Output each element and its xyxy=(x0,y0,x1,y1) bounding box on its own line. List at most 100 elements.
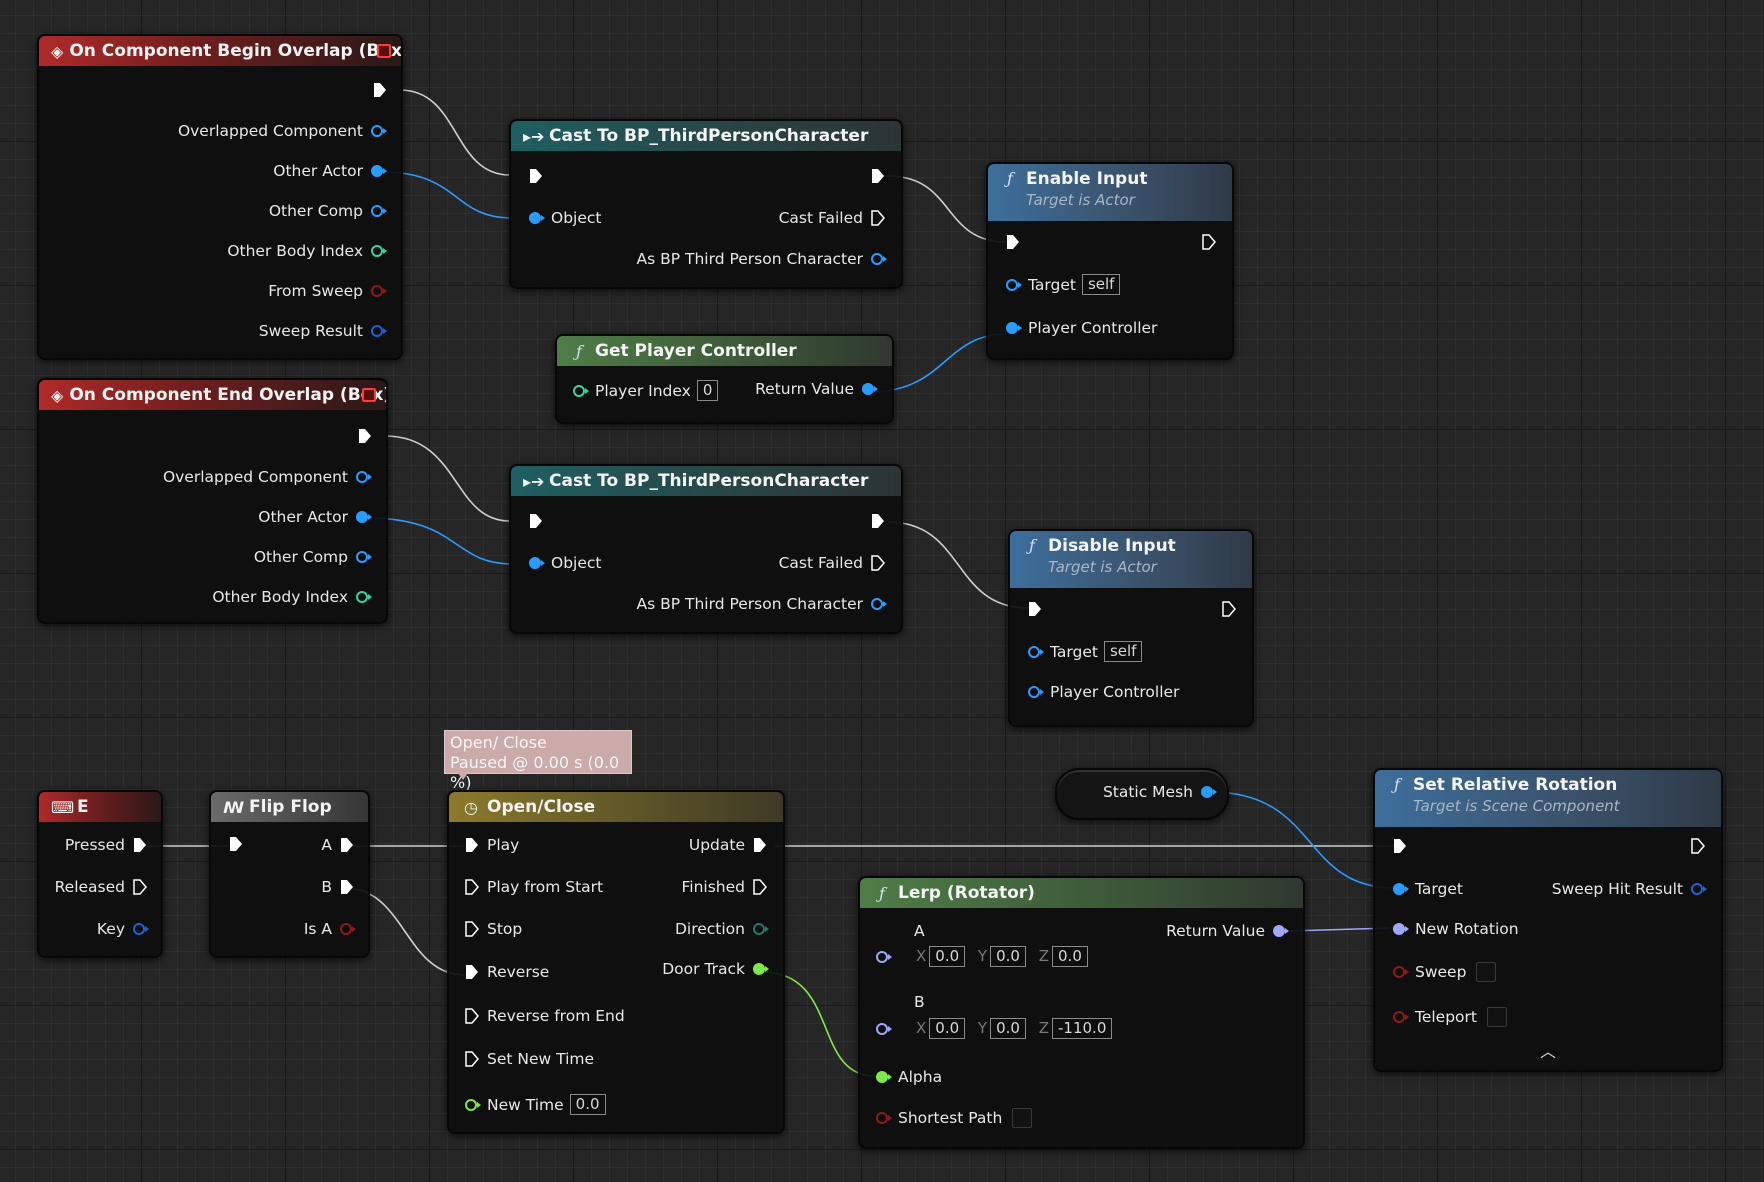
other-actor-pin[interactable]: Other Actor xyxy=(273,162,387,180)
other-actor-pin[interactable]: Other Actor xyxy=(258,508,372,526)
static-mesh-variable[interactable]: Static Mesh xyxy=(1055,768,1229,820)
timeline-node[interactable]: ◷ Open/Close Play Play from Start Stop R… xyxy=(447,790,785,1134)
cast-header[interactable]: ▸➔ Cast To BP_ThirdPersonCharacter xyxy=(511,466,901,496)
exec-out-pin[interactable] xyxy=(358,428,372,444)
set-new-time-pin[interactable]: Set New Time xyxy=(465,1050,594,1068)
player-controller-pin[interactable]: Player Controller xyxy=(1006,319,1157,337)
static-mesh-pin[interactable]: Static Mesh xyxy=(1103,783,1217,801)
object-input-pin[interactable]: Object xyxy=(529,554,601,572)
stop-pin[interactable]: Stop xyxy=(465,920,522,938)
cast-failed-pin[interactable]: Cast Failed xyxy=(779,554,885,572)
target-pin[interactable]: Target self xyxy=(1006,274,1121,295)
begin-overlap-node[interactable]: ◈ On Component Begin Overlap (Box) Overl… xyxy=(37,34,403,360)
other-comp-pin[interactable]: Other Comp xyxy=(269,202,387,220)
timeline-comment[interactable]: Open/ Close Paused @ 0.00 s (0.0 %) xyxy=(444,730,632,792)
door-track-pin[interactable]: Door Track xyxy=(662,960,769,978)
target-self-field[interactable]: self xyxy=(1103,641,1143,662)
cast-failed-pin[interactable]: Cast Failed xyxy=(779,209,885,227)
reverse-pin[interactable]: Reverse xyxy=(465,963,549,981)
overlapped-component-pin[interactable]: Overlapped Component xyxy=(178,122,387,140)
is-a-pin[interactable]: Is A xyxy=(304,920,356,938)
play-from-start-pin[interactable]: Play from Start xyxy=(465,878,603,896)
alpha-pin[interactable]: Alpha xyxy=(876,1068,942,1086)
overlapped-component-pin[interactable]: Overlapped Component xyxy=(163,468,372,486)
new-time-pin[interactable]: New Time 0.0 xyxy=(465,1094,606,1115)
exec-out-pin[interactable] xyxy=(871,513,885,529)
teleport-pin[interactable]: Teleport xyxy=(1393,1007,1507,1027)
exec-in-pin[interactable] xyxy=(1393,838,1407,854)
a-y-field[interactable]: 0.0 xyxy=(990,946,1026,967)
player-index-field[interactable]: 0 xyxy=(696,380,719,401)
pressed-pin[interactable]: Pressed xyxy=(65,836,147,854)
b-pin[interactable]: B xyxy=(321,878,354,896)
update-pin[interactable]: Update xyxy=(689,836,767,854)
exec-in-pin[interactable] xyxy=(529,168,543,184)
sweep-checkbox[interactable] xyxy=(1476,962,1497,982)
direction-pin[interactable]: Direction xyxy=(675,920,769,938)
other-body-index-pin[interactable]: Other Body Index xyxy=(227,242,387,260)
exec-out-pin[interactable] xyxy=(871,168,885,184)
return-value-pin[interactable]: Return Value xyxy=(1166,922,1289,940)
b-y-field[interactable]: 0.0 xyxy=(990,1018,1026,1039)
other-body-index-pin[interactable]: Other Body Index xyxy=(212,588,372,606)
key-e-header[interactable]: ⌨ E xyxy=(39,792,161,822)
return-value-pin[interactable]: Return Value xyxy=(755,380,878,398)
flip-flop-header[interactable]: ꟿ Flip Flop xyxy=(211,792,368,822)
end-overlap-node[interactable]: ◈ On Component End Overlap (Box) Overlap… xyxy=(37,378,388,624)
finished-pin[interactable]: Finished xyxy=(682,878,768,896)
object-input-pin[interactable]: Object xyxy=(529,209,601,227)
cast-node-end[interactable]: ▸➔ Cast To BP_ThirdPersonCharacter Objec… xyxy=(509,464,903,634)
other-comp-pin[interactable]: Other Comp xyxy=(254,548,372,566)
as-character-pin[interactable]: As BP Third Person Character xyxy=(636,595,887,613)
new-time-field[interactable]: 0.0 xyxy=(569,1094,606,1115)
flip-flop-node[interactable]: ꟿ Flip Flop A B Is A xyxy=(209,790,370,958)
lerp-header[interactable]: ƒ Lerp (Rotator) xyxy=(860,878,1303,908)
exec-in-pin[interactable] xyxy=(529,513,543,529)
shortest-path-pin[interactable]: Shortest Path xyxy=(876,1108,1033,1128)
sweep-pin[interactable]: Sweep xyxy=(1393,962,1497,982)
a-z-field[interactable]: 0.0 xyxy=(1052,946,1088,967)
end-overlap-header[interactable]: ◈ On Component End Overlap (Box) xyxy=(39,380,386,410)
collapse-chevron-icon[interactable]: ︿ xyxy=(1539,1042,1557,1061)
timeline-header[interactable]: ◷ Open/Close xyxy=(449,792,783,822)
target-self-field[interactable]: self xyxy=(1081,274,1121,295)
get-player-controller-header[interactable]: ƒ Get Player Controller xyxy=(557,336,892,366)
exec-out-pin[interactable] xyxy=(1691,838,1705,854)
exec-in-pin[interactable] xyxy=(229,836,243,852)
reverse-from-end-pin[interactable]: Reverse from End xyxy=(465,1007,625,1025)
target-pin[interactable]: Target xyxy=(1393,880,1463,898)
b-x-field[interactable]: 0.0 xyxy=(929,1018,966,1039)
begin-overlap-header[interactable]: ◈ On Component Begin Overlap (Box) xyxy=(39,36,401,66)
key-pin[interactable]: Key xyxy=(97,920,149,938)
key-e-node[interactable]: ⌨ E Pressed Released Key xyxy=(37,790,163,958)
released-pin[interactable]: Released xyxy=(55,878,147,896)
get-player-controller-node[interactable]: ƒ Get Player Controller Player Index 0 R… xyxy=(555,334,894,424)
sweep-hit-result-pin[interactable]: Sweep Hit Result xyxy=(1552,880,1707,898)
exec-in-pin[interactable] xyxy=(1006,234,1020,250)
player-index-pin[interactable]: Player Index 0 xyxy=(573,380,719,401)
exec-in-pin[interactable] xyxy=(1028,601,1042,617)
exec-out-pin[interactable] xyxy=(373,82,387,98)
cast-header[interactable]: ▸➔ Cast To BP_ThirdPersonCharacter xyxy=(511,121,901,151)
target-pin[interactable]: Target self xyxy=(1028,641,1143,662)
play-pin[interactable]: Play xyxy=(465,836,519,854)
a-x-field[interactable]: 0.0 xyxy=(929,946,966,967)
a-pin[interactable]: A xyxy=(321,836,354,854)
from-sweep-pin[interactable]: From Sweep xyxy=(268,282,387,300)
exec-out-pin[interactable] xyxy=(1202,234,1216,250)
teleport-checkbox[interactable] xyxy=(1487,1007,1507,1027)
cast-node-begin[interactable]: ▸➔ Cast To BP_ThirdPersonCharacter Objec… xyxy=(509,119,903,289)
sweep-result-pin[interactable]: Sweep Result xyxy=(259,322,387,340)
exec-out-pin[interactable] xyxy=(1222,601,1236,617)
new-rotation-pin[interactable]: New Rotation xyxy=(1393,920,1519,938)
shortest-path-checkbox[interactable] xyxy=(1012,1108,1033,1128)
